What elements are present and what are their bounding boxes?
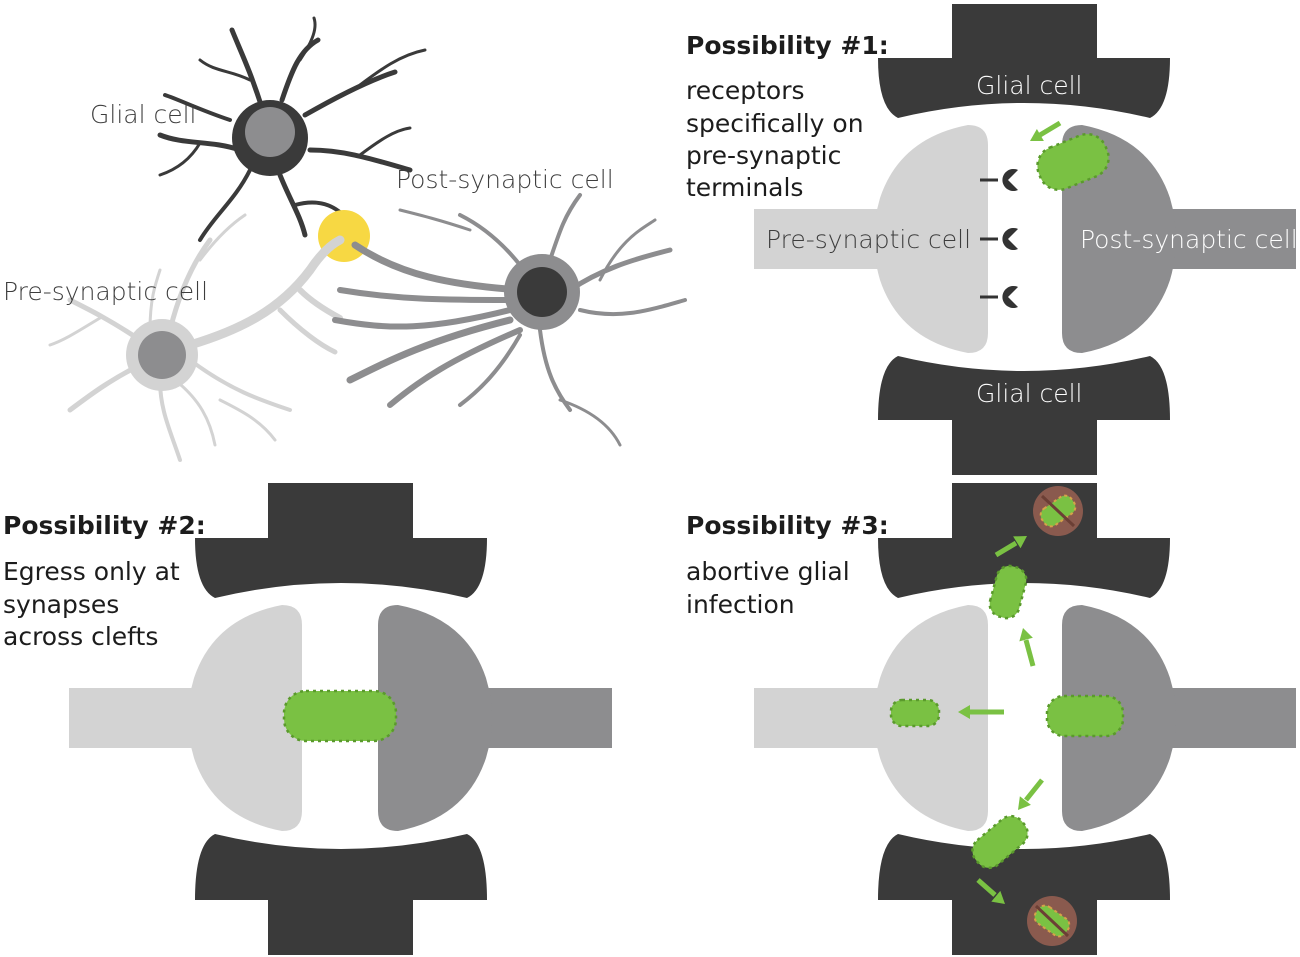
p3-desc-line: infection (686, 590, 795, 619)
p3-pre-axon (754, 688, 894, 748)
pre-synaptic-cell-drawing (48, 213, 345, 462)
p2-pre-axon (69, 688, 209, 748)
arrow-icon (1026, 120, 1062, 148)
virus-particle (971, 814, 1029, 870)
p1-glial-bottom-label: Glial cell (976, 379, 1083, 408)
arrow-icon (958, 705, 1004, 719)
p1-glial-top-cap (878, 58, 1170, 118)
p1-heading: Possibility #1: (686, 31, 889, 60)
p3-glial-top-cap (878, 538, 1170, 598)
aborted-virus-bottom (1027, 896, 1077, 946)
p2-desc-line: across clefts (3, 622, 158, 651)
possibility-1-panel: Glial cell Glial cell Pre-synaptic cell … (686, 4, 1298, 475)
p3-heading: Possibility #3: (686, 511, 889, 540)
p1-pre-label: Pre-synaptic cell (766, 225, 971, 254)
virus-particle (889, 698, 941, 728)
p2-heading: Possibility #2: (3, 511, 206, 540)
p1-desc-line: specifically on (686, 109, 864, 138)
p2-post-terminal (378, 605, 492, 831)
virus-particle (1036, 132, 1110, 192)
p1-pre-axon (754, 209, 894, 269)
possibility-3-panel: Possibility #3: abortive glial infection (686, 483, 1296, 955)
possibility-2-panel: Possibility #2: Egress only at synapses … (3, 483, 612, 955)
overview-glial-label: Glial cell (90, 100, 197, 129)
arrow-icon (1016, 626, 1036, 667)
p3-glial-bottom-cap (878, 834, 1170, 900)
virus-particle (1045, 694, 1125, 738)
p2-glial-top-cap (195, 538, 487, 598)
pre-nucleus (138, 331, 186, 379)
p1-glial-top-label: Glial cell (976, 71, 1083, 100)
virus-particle (988, 564, 1028, 620)
p3-desc-line: abortive glial (686, 557, 850, 586)
glial-nucleus (245, 107, 295, 157)
overview-post-label: Post-synaptic cell (396, 165, 614, 194)
p1-desc-line: receptors (686, 76, 805, 105)
aborted-virus-top (1033, 486, 1083, 536)
p1-post-terminal (1062, 125, 1176, 353)
arrow-icon (976, 878, 1010, 910)
virus-particle (282, 689, 398, 743)
p2-desc-line: synapses (3, 590, 119, 619)
p1-desc-line: terminals (686, 173, 803, 202)
overview-panel: Glial cell Post-synaptic cell Pre-synapt… (3, 16, 687, 462)
p1-desc-line: pre-synaptic (686, 141, 841, 170)
p2-desc-line: Egress only at (3, 557, 180, 586)
post-synaptic-cell-drawing (332, 193, 687, 447)
p1-pre-terminal (874, 125, 988, 353)
p1-glial-bottom-cap (878, 356, 1170, 420)
p2-glial-bottom-cap (195, 834, 487, 900)
overview-pre-label: Pre-synaptic cell (3, 277, 208, 306)
arrow-icon (1012, 778, 1044, 815)
arrow-icon (994, 530, 1031, 558)
p2-pre-terminal (188, 605, 302, 831)
post-nucleus (517, 267, 567, 317)
p2-post-dendrite (470, 688, 612, 748)
p1-post-label: Post-synaptic cell (1080, 225, 1298, 254)
